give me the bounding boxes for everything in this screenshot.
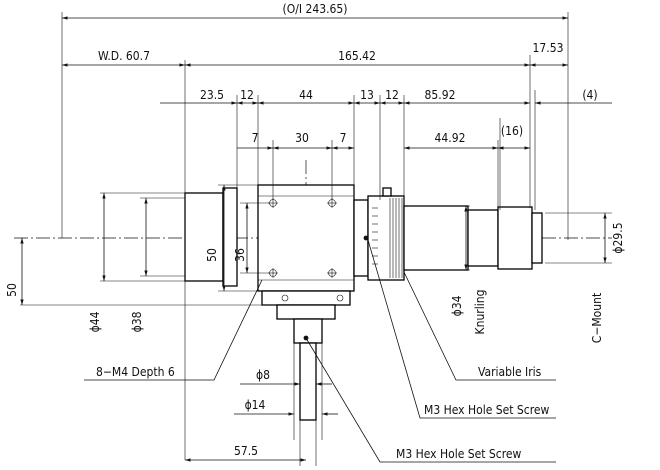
dim-gap-c: 12 <box>385 88 399 102</box>
label-set-screw-1: M3 Hex Hole Set Screw <box>424 403 550 417</box>
dim-barrel-step: (16) <box>501 124 523 138</box>
dim-mount-dia: ϕ29.5 <box>611 222 625 253</box>
c-mount-thread <box>531 212 543 264</box>
label-set-screw-2: M3 Hex Hole Set Screw <box>396 447 522 461</box>
front-flange <box>222 187 238 287</box>
label-c-mount: C−Mount <box>590 293 604 343</box>
dim-rear-length: 85.92 <box>425 88 456 102</box>
iris-scale-ticks <box>372 207 378 265</box>
dimension-lines <box>20 16 612 462</box>
dim-block-height: 50 <box>205 248 219 262</box>
dim-block-width: 44 <box>299 88 313 102</box>
dim-working-distance: W.D. 60.7 <box>98 49 150 63</box>
label-variable-iris: Variable Iris <box>478 365 542 379</box>
dim-length: 165.42 <box>338 49 376 63</box>
dim-overall: (O/I 243.65) <box>283 2 348 16</box>
mount-body <box>497 206 533 270</box>
dim-hole-offset-left: 7 <box>252 131 259 145</box>
iris-set-screw <box>382 187 392 197</box>
dim-front-dia-outer: ϕ44 <box>88 311 102 332</box>
front-barrel <box>184 192 224 282</box>
dim-mount-length: 17.53 <box>533 41 564 55</box>
dim-shaft-offset: 57.5 <box>234 444 258 458</box>
extension-lines <box>20 12 612 466</box>
dim-knurl-dia: ϕ34 <box>450 295 464 316</box>
label-screw-holes: 8−M4 Depth 6 <box>96 365 175 379</box>
dim-shaft-dia: ϕ8 <box>256 368 270 382</box>
label-knurling: Knurling <box>473 290 487 335</box>
dim-flange: (4) <box>582 88 597 102</box>
dim-hole-pitch: 30 <box>295 131 309 145</box>
dim-gap-b: 13 <box>360 88 374 102</box>
rear-barrel <box>403 205 469 271</box>
shaft <box>299 342 317 421</box>
knurling-lines <box>389 198 403 278</box>
dim-front-dia-inner: ϕ38 <box>130 311 144 332</box>
dim-hole-pitch-v: 36 <box>233 248 247 262</box>
dim-gap-a: 12 <box>240 88 254 102</box>
dim-height-below-axis: 50 <box>5 283 19 297</box>
leader-lines <box>84 239 556 463</box>
shaft-collar <box>293 318 323 344</box>
dim-front-section: 23.5 <box>200 88 224 102</box>
shaft-housing <box>276 304 336 320</box>
dim-barrel-length: 44.92 <box>435 131 466 145</box>
rear-barrel-step <box>467 209 499 267</box>
iris-ring <box>367 195 405 281</box>
dim-hole-offset-right: 7 <box>340 131 347 145</box>
central-block <box>257 184 355 292</box>
dim-shaft-collar-dia: ϕ14 <box>245 398 266 412</box>
